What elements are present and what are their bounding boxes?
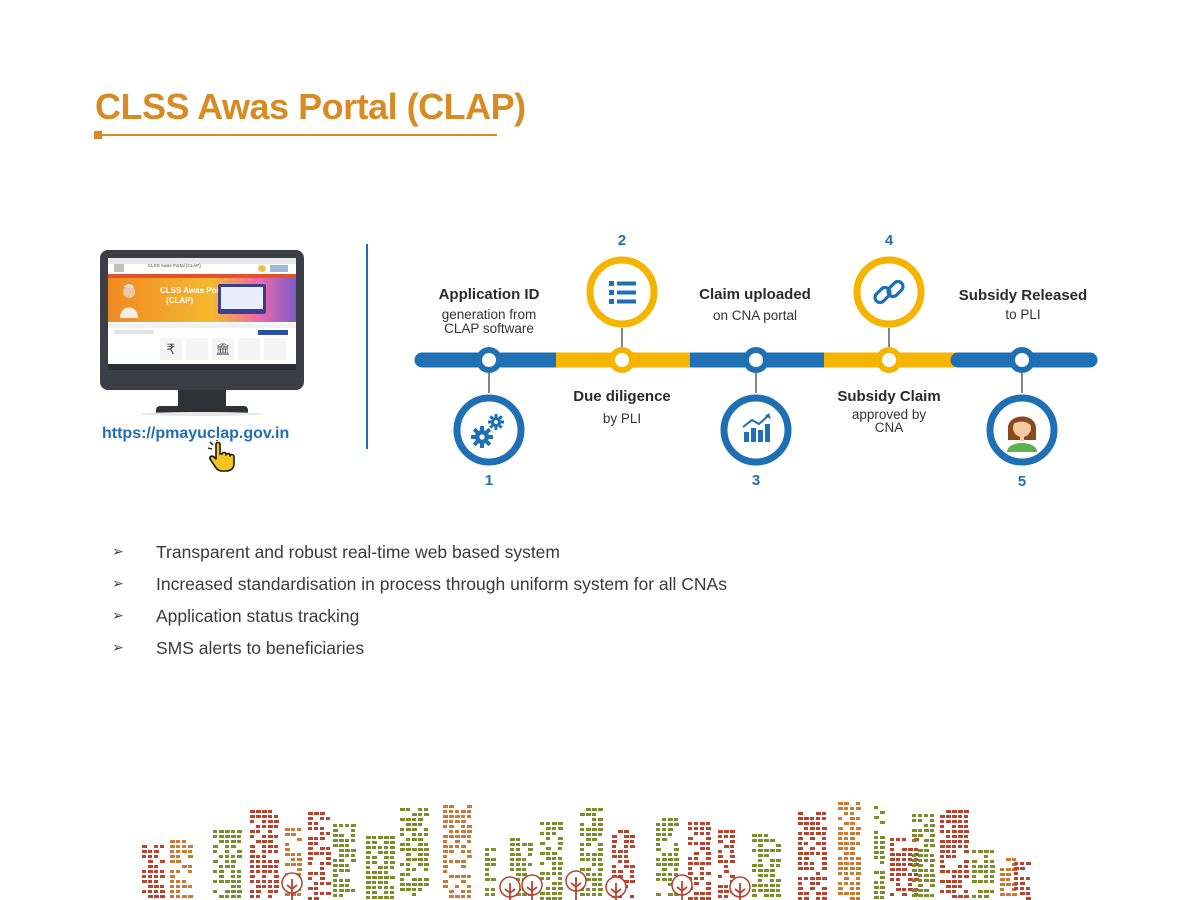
arrow-bullet-icon: ➢ xyxy=(112,576,124,592)
skyline-building xyxy=(688,822,711,900)
step-1-subtitle-line-2: CLAP software xyxy=(444,321,534,336)
gears-icon xyxy=(453,394,525,466)
title-underline xyxy=(95,134,497,136)
portal-url-link[interactable]: https://pmayuclap.gov.in xyxy=(102,425,290,442)
link-icon xyxy=(853,256,925,328)
timeline-node-4 xyxy=(876,347,902,373)
arrow-bullet-icon: ➢ xyxy=(112,544,124,560)
skyline-building xyxy=(972,850,995,898)
step-5-subtitle-line-1: to PLI xyxy=(1005,307,1041,322)
portal-screenshot: CLSS Awas Portal (CLAP) CLSS Awas Portal… xyxy=(108,258,296,370)
skyline-tree xyxy=(521,874,543,900)
timeline-node-3 xyxy=(743,347,769,373)
skyline-building xyxy=(250,810,279,898)
step-3-number: 3 xyxy=(751,472,761,489)
city-skyline-decoration xyxy=(142,802,1031,900)
step-1-number: 1 xyxy=(484,472,494,489)
skyline-building xyxy=(838,802,861,900)
skyline-building xyxy=(485,848,496,896)
skyline-building xyxy=(213,830,242,898)
skyline-building xyxy=(443,805,472,898)
skyline-building xyxy=(400,808,429,896)
skyline-tree xyxy=(671,874,693,900)
skyline-building xyxy=(656,818,679,896)
bullet-text: Increased standardisation in process thr… xyxy=(156,573,727,594)
list-icon xyxy=(586,256,658,328)
monitor-shadow xyxy=(140,412,264,416)
bullet-text: Application status tracking xyxy=(156,605,360,626)
step-2-number: 2 xyxy=(617,232,627,249)
woman-avatar-icon xyxy=(986,394,1058,466)
skyline-building xyxy=(940,810,969,898)
skyline-building xyxy=(308,812,331,900)
skyline-tree xyxy=(729,876,751,900)
timeline-node-5 xyxy=(1009,347,1035,373)
skyline-tree xyxy=(565,870,587,900)
timeline-node-1 xyxy=(476,347,502,373)
list-item: ➢ SMS alerts to beneficiaries xyxy=(112,632,727,664)
timeline-node-2 xyxy=(609,347,635,373)
skyline-building xyxy=(718,830,735,898)
arrow-bullet-icon: ➢ xyxy=(112,640,124,656)
screen-person-icon xyxy=(118,282,140,318)
page-title: CLSS Awas Portal (CLAP) xyxy=(95,86,526,127)
feature-list: ➢ Transparent and robust real-time web ba… xyxy=(112,536,727,664)
section-divider xyxy=(366,244,368,449)
bar-chart-icon xyxy=(720,394,792,466)
step-4-subtitle-line-2: CNA xyxy=(874,420,904,435)
skyline-building xyxy=(142,845,165,898)
step-1-title: Application ID xyxy=(438,286,540,303)
list-item: ➢ Transparent and robust real-time web ba… xyxy=(112,536,727,568)
list-item: ➢ Increased standardisation in process th… xyxy=(112,568,727,600)
skyline-building xyxy=(752,834,781,897)
step-3-title: Claim uploaded xyxy=(699,286,811,303)
monitor-stand-neck xyxy=(178,390,226,408)
skyline-building xyxy=(333,824,356,897)
monitor-stand-base xyxy=(156,406,248,413)
bullet-text: SMS alerts to beneficiaries xyxy=(156,637,365,658)
skyline-building xyxy=(912,814,935,897)
skyline-building xyxy=(366,836,395,899)
step-4-title: Subsidy Claim xyxy=(837,388,941,405)
skyline-tree xyxy=(605,876,627,900)
pointer-hand-icon xyxy=(206,440,238,472)
step-4-number: 4 xyxy=(884,232,894,249)
list-item: ➢ Application status tracking xyxy=(112,600,727,632)
skyline-building xyxy=(580,808,603,896)
screen-banner-title: CLSS Awas Portal xyxy=(160,286,229,295)
bullet-text: Transparent and robust real-time web bas… xyxy=(156,541,560,562)
step-3-subtitle-line-1: on CNA portal xyxy=(712,308,798,323)
screen-header-text: CLSS Awas Portal (CLAP) xyxy=(148,263,201,268)
step-1-subtitle-line-1: generation from xyxy=(441,307,537,322)
skyline-building xyxy=(170,840,193,898)
skyline-tree xyxy=(499,876,521,900)
skyline-building xyxy=(798,812,827,900)
step-2-title: Due diligence xyxy=(573,388,671,405)
skyline-building xyxy=(874,806,885,899)
step-4-subtitle-line-1: approved by xyxy=(851,407,927,422)
skyline-building xyxy=(1014,862,1031,900)
skyline-tree xyxy=(281,872,303,900)
screen-banner-subtitle: (CLAP) xyxy=(166,296,194,305)
skyline-building xyxy=(540,822,563,900)
step-5-title: Subsidy Released xyxy=(958,287,1088,304)
arrow-bullet-icon: ➢ xyxy=(112,608,124,624)
title-underline-marker xyxy=(94,131,102,139)
step-5-number: 5 xyxy=(1017,473,1027,490)
step-2-subtitle-line-1: by PLI xyxy=(602,411,642,426)
monitor-illustration: CLSS Awas Portal (CLAP) CLSS Awas Portal… xyxy=(100,250,304,416)
